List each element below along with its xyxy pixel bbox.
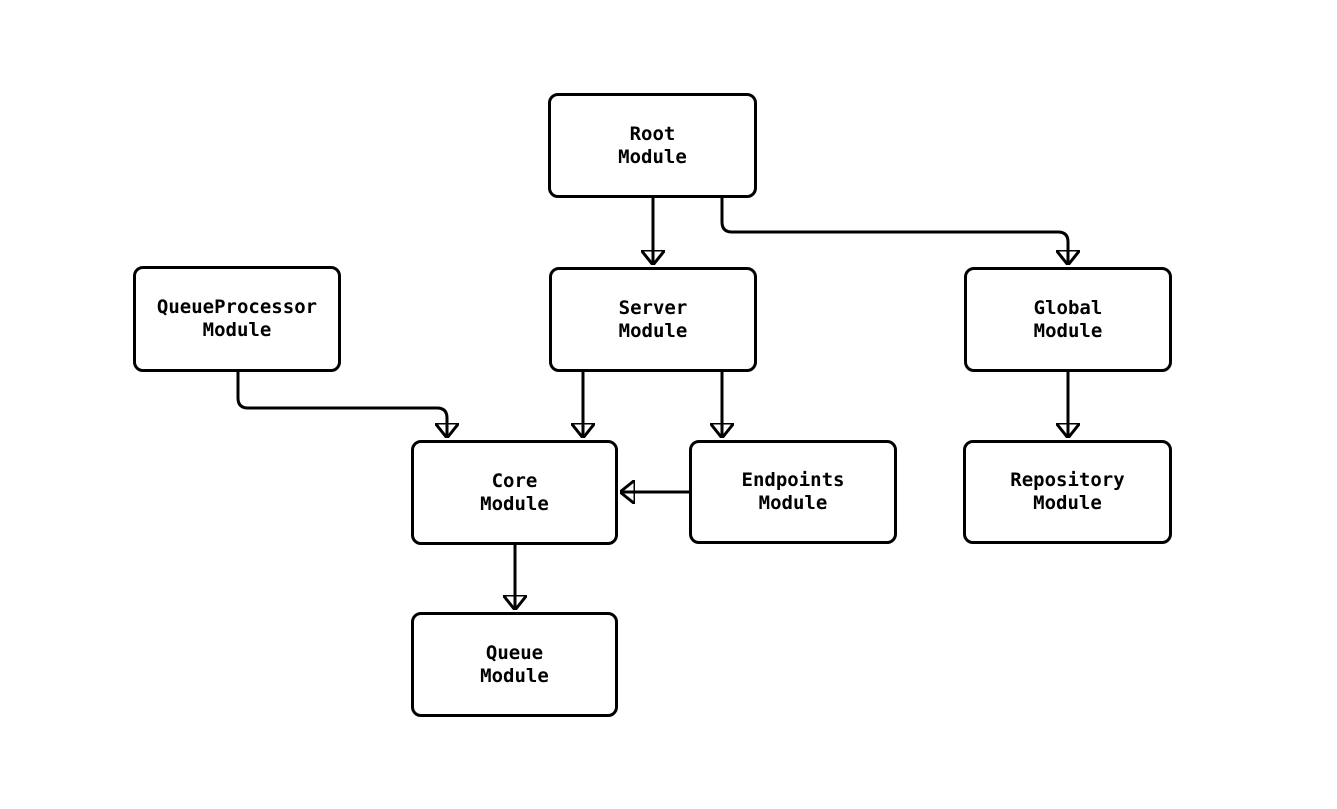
node-core-module-label: Core Module — [480, 469, 549, 515]
edge-queueprocessor-to-core — [236, 371, 447, 437]
node-endpoints-module-label: Endpoints Module — [741, 469, 845, 514]
node-server-module: Server Module — [549, 267, 757, 372]
edge-root-to-global — [720, 197, 1068, 264]
node-queueprocessor-module: QueueProcessor Module — [133, 266, 341, 372]
node-queue-module: Queue Module — [411, 612, 618, 717]
node-root-module: Root Module — [548, 93, 757, 198]
node-queueprocessor-module-label: QueueProcessor Module — [156, 296, 318, 341]
node-core-module: Core Module — [411, 440, 618, 545]
node-server-module-label: Server Module — [618, 296, 688, 342]
node-repository-module-label: Repository Module — [1010, 469, 1125, 514]
node-global-module: Global Module — [964, 267, 1172, 372]
node-queue-module-label: Queue Module — [480, 641, 549, 687]
node-endpoints-module: Endpoints Module — [689, 440, 897, 544]
node-root-module-label: Root Module — [618, 122, 687, 168]
node-repository-module: Repository Module — [963, 440, 1172, 544]
node-global-module-label: Global Module — [1033, 296, 1103, 342]
